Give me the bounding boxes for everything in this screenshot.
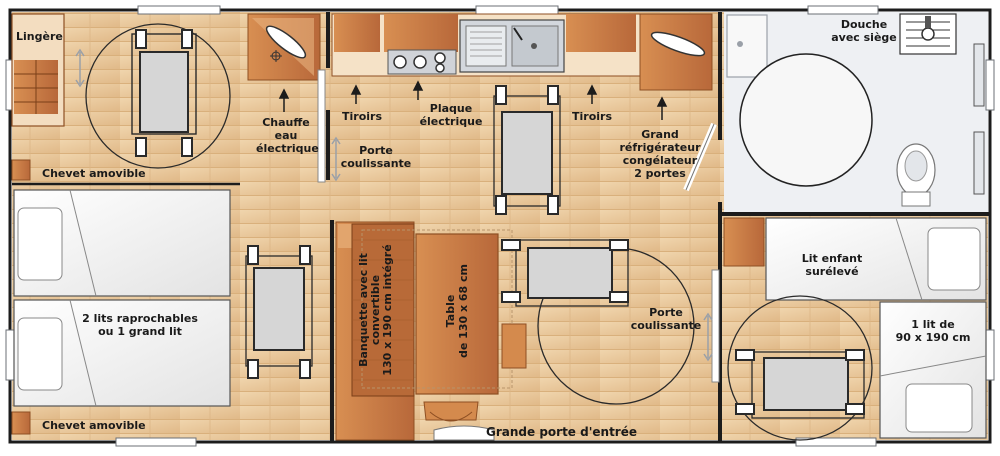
label-lits-line-2: ou 1 grand lit [98, 325, 182, 338]
label-grand-frigo-line-4: 2 portes [634, 167, 686, 180]
label-lit-90-line-1: 1 lit de [911, 318, 955, 331]
bathroom-turning-circle [739, 53, 873, 187]
linen-cupboard [11, 13, 65, 127]
wheelchair-living [501, 239, 629, 307]
label-lits-line-1: 2 lits raprochables [82, 312, 198, 325]
chair-bottom [423, 401, 479, 422]
label-lits-rapprochables: 2 lits raprochables ou 1 grand lit [80, 312, 200, 338]
label-tiroirs-left: Tiroirs [342, 110, 382, 123]
bedside-table-bottom [11, 411, 31, 435]
arrow-chauffe-eau [278, 88, 290, 112]
child-room-shelf [723, 217, 765, 267]
bedroom-turning-circle [85, 23, 231, 169]
sliding-arrow-lingere [75, 48, 85, 88]
label-chauffe-eau: Chauffe eau électrique [256, 116, 319, 155]
bedside-table-top [11, 159, 31, 181]
label-grand-frigo-line-1: Grand [641, 128, 679, 141]
label-porte-coulissante-1-line-2: coulissante [340, 157, 412, 170]
wheelchair-bedroom-2 [245, 245, 313, 379]
sliding-door-2 [711, 269, 720, 383]
child-bunk-bed [765, 217, 987, 301]
label-porte-coulissante-1: Porte coulissante [338, 144, 414, 170]
fridge [639, 13, 713, 91]
wheelchair-child-room [735, 349, 865, 419]
label-porte-coulissante-2-line-1: Porte [649, 306, 683, 319]
chair-right [501, 323, 527, 369]
wheelchair-kitchen [493, 85, 561, 215]
sliding-door-1 [317, 69, 326, 183]
label-douche-line-2: avec siège [831, 31, 897, 44]
banquette [335, 221, 415, 441]
electric-hob [387, 49, 457, 75]
label-banquette: Banquette avec lit convertible 130 x 190… [357, 234, 394, 386]
label-grand-frigo-line-2: réfrigérateur [619, 141, 701, 154]
label-lingere: Lingère [16, 30, 63, 43]
fridge-door-edge [685, 123, 715, 191]
wheelchair-bedroom [131, 29, 197, 157]
label-chevet-bottom: Chevet amovible [42, 419, 146, 432]
bed-lower [13, 299, 231, 407]
shower-drain [737, 41, 743, 47]
label-chevet-top: Chevet amovible [42, 167, 146, 180]
label-plaque-line-1: Plaque [429, 102, 473, 115]
toilet [896, 143, 936, 207]
label-chauffe-eau-line-2: eau [274, 129, 298, 142]
kitchen-sink [459, 19, 565, 73]
label-table-line-2: de 130 x 68 cm [457, 264, 470, 358]
dining-table [361, 229, 513, 395]
single-bed [879, 301, 987, 439]
shower-seat [899, 13, 957, 55]
entrance-step [433, 425, 495, 441]
label-chauffe-eau-line-1: Chauffe [262, 116, 310, 129]
bed-upper [13, 189, 231, 297]
label-lit-90-line-2: 90 x 190 cm [895, 331, 971, 344]
label-grande-porte: Grande porte d'entrée [486, 425, 637, 439]
shower-tray [726, 14, 768, 78]
label-porte-coulissante-2: Porte coulissante [626, 306, 706, 332]
label-lit-enfant: Lit enfant surélevé [792, 252, 872, 278]
bathroom-sliding-door [973, 43, 985, 195]
windows [5, 5, 995, 447]
label-grand-frigo: Grand réfrigérateur congélateur 2 portes [616, 128, 704, 180]
sliding-arrow-1 [331, 136, 341, 182]
sliding-arrow-2 [703, 312, 713, 362]
label-lit-enfant-line-2: surélevé [805, 265, 859, 278]
label-chauffe-eau-line-3: électrique [256, 142, 319, 155]
label-tiroirs-right: Tiroirs [572, 110, 612, 123]
child-room-turning-circle [727, 295, 873, 441]
label-plaque-line-2: électrique [419, 115, 483, 128]
label-table-line-1: Table [444, 294, 457, 328]
label-lit-90: 1 lit de 90 x 190 cm [890, 318, 976, 344]
interior-walls [326, 12, 990, 442]
label-grand-frigo-line-3: congélateur [622, 154, 698, 167]
label-banquette-line-3: 130 x 190 cm intégré [381, 244, 394, 376]
label-lit-enfant-line-1: Lit enfant [801, 252, 863, 265]
label-table: Table de 130 x 68 cm [444, 256, 470, 366]
kitchen-arrows [350, 80, 668, 120]
label-douche-line-1: Douche [840, 18, 888, 31]
label-plaque: Plaque électrique [418, 102, 484, 128]
water-heater-cabinet [247, 13, 321, 81]
label-douche: Douche avec siège [826, 18, 902, 44]
label-porte-coulissante-2-line-2: coulissante [630, 319, 702, 332]
label-porte-coulissante-1-line-1: Porte [359, 144, 393, 157]
